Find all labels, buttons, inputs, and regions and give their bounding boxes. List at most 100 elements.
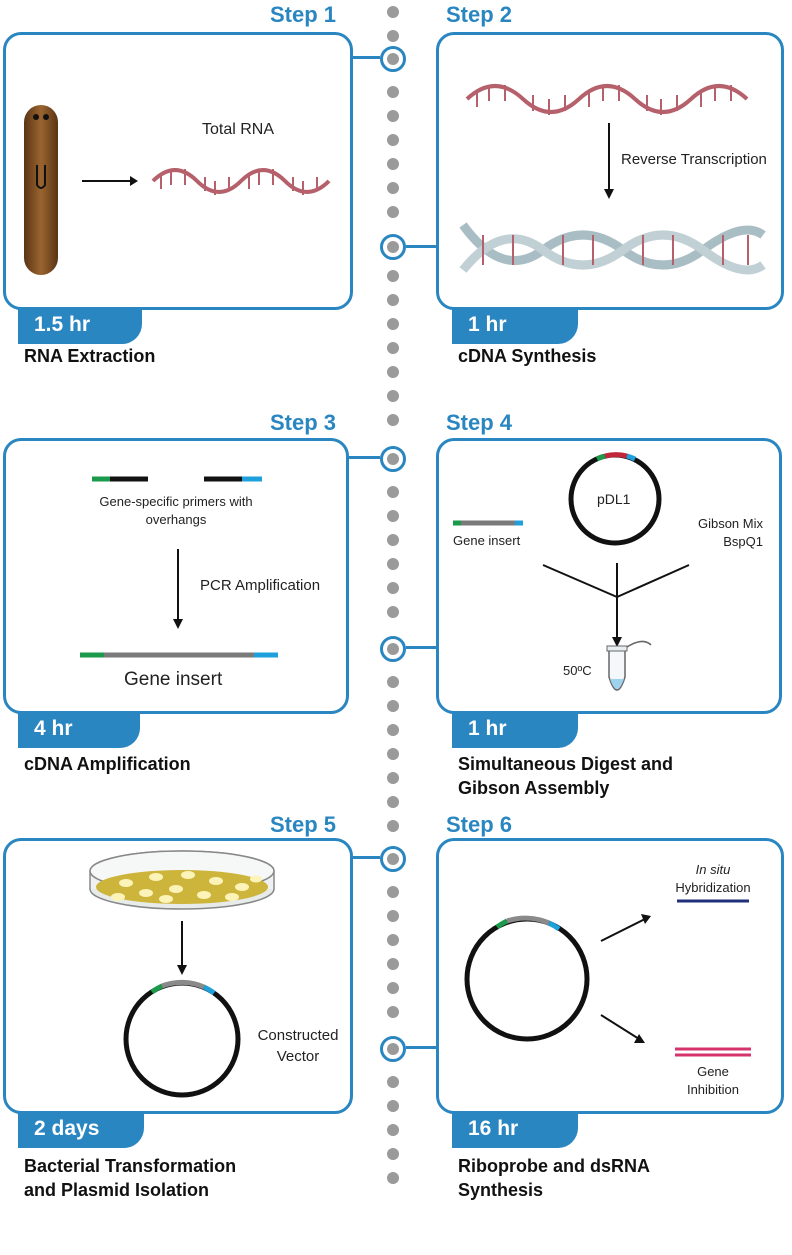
step3-time-badge: 4 hr — [18, 712, 140, 748]
step2-time-badge: 1 hr — [452, 308, 578, 344]
timeline-dot — [387, 486, 399, 498]
step1-caption: RNA Extraction — [24, 346, 156, 366]
plasmid-label: pDL1 — [597, 491, 631, 507]
timeline-dot — [387, 582, 399, 594]
step2-label: Step 2 — [446, 2, 513, 27]
rna-strand-icon — [151, 168, 331, 195]
step3-panel: Gene-specific primers with overhangs PCR… — [3, 438, 349, 714]
step1-label: Step 1 — [270, 2, 337, 27]
timeline-dot — [387, 510, 399, 522]
timeline-dot — [387, 366, 399, 378]
step6-time-badge: 16 hr — [452, 1112, 578, 1148]
gene-insert-label: Gene insert — [453, 533, 521, 548]
down-arrow-icon — [604, 123, 614, 199]
timeline-dot — [387, 796, 399, 808]
step4-panel: pDL1 Gene insert Gibson Mix BspQ1 50ºC — [436, 438, 782, 714]
gene-inhibition-label: Gene Inhibition — [686, 1064, 740, 1097]
step2-caption: cDNA Synthesis — [458, 346, 597, 366]
connector — [406, 245, 438, 248]
connector — [406, 1046, 438, 1049]
timeline-dot — [387, 342, 399, 354]
total-rna-label: Total RNA — [202, 121, 275, 138]
rna-strand-icon — [465, 84, 749, 115]
timeline-dot — [387, 676, 399, 688]
timeline-node-step3 — [380, 446, 406, 472]
timeline-node-step2 — [380, 234, 406, 260]
riboprobe-illustration — [464, 899, 751, 1057]
timeline-dot — [387, 318, 399, 330]
connector — [346, 456, 380, 459]
microcentrifuge-tube-icon — [606, 640, 652, 691]
timeline-dot — [387, 6, 399, 18]
timeline-dot — [387, 934, 399, 946]
timeline-dot — [387, 86, 399, 98]
timeline-dot — [387, 748, 399, 760]
gibson-assembly-illustration — [453, 452, 690, 691]
step6-panel: In situ Hybridization Gene Inhibition — [436, 838, 784, 1114]
step6-caption: Riboprobe and dsRNA Synthesis — [458, 1156, 650, 1200]
timeline-node-step4 — [380, 636, 406, 662]
primer-illustration — [80, 476, 278, 658]
step6-label: Step 6 — [446, 812, 513, 837]
step4-label: Step 4 — [446, 410, 513, 435]
timeline-dot — [387, 724, 399, 736]
connector — [350, 56, 380, 59]
connector — [350, 856, 380, 859]
timeline-dot — [387, 958, 399, 970]
primers-label: Gene-specific primers with overhangs — [99, 494, 253, 527]
petri-dish-icon — [89, 850, 275, 910]
timeline-dot — [387, 1076, 399, 1088]
timeline-dot — [387, 270, 399, 282]
timeline-dot — [387, 158, 399, 170]
connector — [406, 646, 438, 649]
timeline-dot — [387, 1006, 399, 1018]
timeline-dot — [387, 1148, 399, 1160]
step3-label: Step 3 — [270, 410, 337, 435]
timeline-dot — [387, 390, 399, 402]
timeline-dot — [387, 910, 399, 922]
timeline-dot — [387, 206, 399, 218]
step5-time-badge: 2 days — [18, 1112, 144, 1148]
timeline-dot — [387, 30, 399, 42]
step4-caption: Simultaneous Digest and Gibson Assembly — [458, 754, 674, 798]
temperature-label: 50ºC — [563, 663, 592, 678]
transformation-illustration — [89, 850, 275, 1098]
constructed-vector-label: Constructed Vector — [257, 1027, 339, 1065]
step5-caption: Bacterial Transformation and Plasmid Iso… — [24, 1156, 237, 1200]
in-situ-hybridization-label: In situ Hybridization — [675, 862, 751, 895]
dna-double-helix-icon — [459, 222, 766, 275]
timeline-dot — [387, 134, 399, 146]
timeline-dot — [387, 1124, 399, 1136]
timeline-dot — [387, 886, 399, 898]
gene-insert-label: Gene insert — [124, 669, 223, 690]
reverse-transcription-label: Reverse Transcription — [621, 151, 767, 168]
timeline-dot — [387, 414, 399, 426]
timeline-dot — [387, 110, 399, 122]
step2-panel: Reverse Transcription — [436, 32, 784, 310]
timeline-dot — [387, 820, 399, 832]
step5-label: Step 5 — [270, 812, 337, 837]
timeline-dot — [387, 1172, 399, 1184]
timeline-dot — [387, 700, 399, 712]
timeline-node-step1 — [380, 46, 406, 72]
timeline-dot — [387, 1100, 399, 1112]
step4-time-badge: 1 hr — [452, 712, 578, 748]
timeline-dot — [387, 182, 399, 194]
pcr-amplification-label: PCR Amplification — [200, 577, 321, 594]
timeline-dot — [387, 606, 399, 618]
timeline-dot — [387, 534, 399, 546]
timeline-dot — [387, 982, 399, 994]
vector-circle — [123, 980, 241, 1098]
gibson-mix-label: Gibson Mix BspQ1 — [697, 516, 763, 549]
timeline-node-step6 — [380, 1036, 406, 1062]
step1-time-badge: 1.5 hr — [18, 308, 142, 344]
timeline-node-step5 — [380, 846, 406, 872]
timeline-dot — [387, 772, 399, 784]
timeline-dot — [387, 294, 399, 306]
timeline-dot — [387, 558, 399, 570]
planarian-illustration — [24, 105, 138, 275]
step1-panel: Total RNA — [3, 32, 353, 310]
plasmid-circle — [464, 916, 590, 1042]
step5-panel: Constructed Vector — [3, 838, 353, 1114]
step3-caption: cDNA Amplification — [24, 754, 191, 774]
